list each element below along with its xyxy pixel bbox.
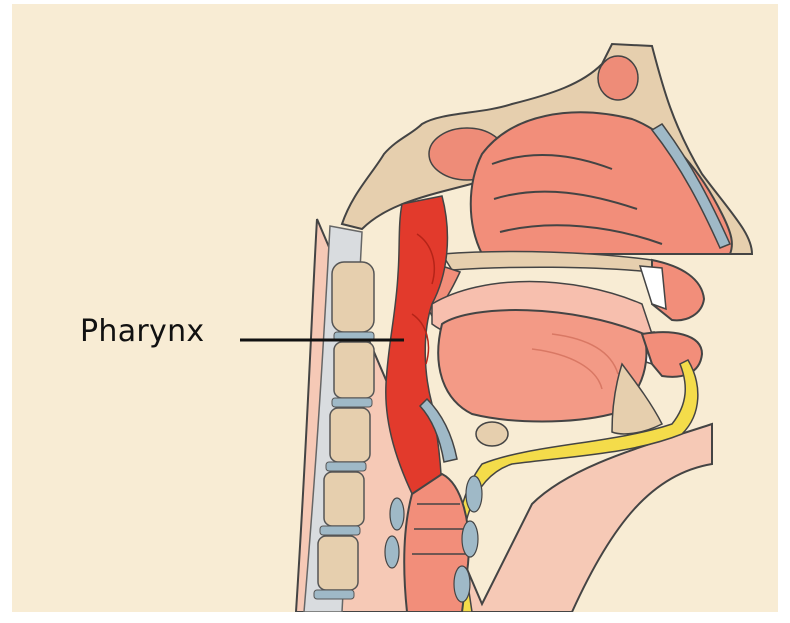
upper-tooth: [640, 266, 666, 309]
illustration-panel: Pharynx: [12, 4, 778, 612]
head-neck-cross-section: [12, 4, 778, 612]
hyoid-bone: [476, 422, 508, 446]
pharynx-label: Pharynx: [80, 314, 204, 349]
nasal-tip-cartilage: [598, 56, 638, 100]
